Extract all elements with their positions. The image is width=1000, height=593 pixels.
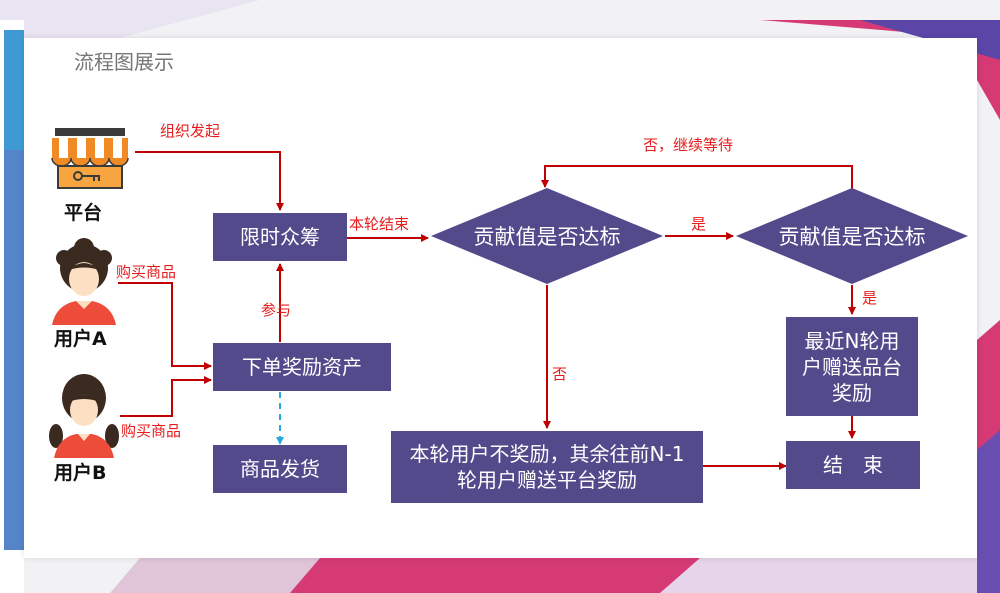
label-yes-1: 是	[691, 215, 707, 233]
node-place-order: 下单奖励资产	[213, 343, 391, 391]
page-title: 流程图展示	[74, 50, 174, 74]
user-a-avatar-icon	[52, 238, 116, 325]
node-reward-last: 最近N轮用户赠送品台奖励	[786, 317, 918, 416]
label-join: 参与	[261, 301, 292, 319]
arrow-user-b-to-order	[120, 376, 212, 417]
label-no-wait: 否，继续等待	[643, 136, 734, 154]
arrow-decision2-wait-loop	[541, 165, 853, 192]
label-yes-2: 是	[862, 289, 878, 307]
decision-2-text: 贡献值是否达标	[778, 225, 926, 249]
label-buy-b: 购买商品	[121, 422, 182, 440]
label-round-end: 本轮结束	[349, 215, 410, 233]
user-b-avatar-icon	[49, 374, 119, 458]
decision-diamond-2	[736, 188, 968, 284]
node-end: 结 束	[786, 441, 920, 489]
user-b-label: 用户B	[54, 462, 107, 484]
label-buy-a: 购买商品	[116, 263, 177, 281]
shop-icon	[51, 128, 129, 189]
node-ship-goods: 商品发货	[213, 445, 347, 493]
arrow-user-a-to-order	[118, 282, 212, 370]
node-limited-time: 限时众筹	[213, 213, 347, 261]
node-reward-rest: 本轮用户不奖励，其余往前N-1轮用户赠送平台奖励	[391, 431, 703, 503]
user-a-label: 用户A	[54, 328, 107, 350]
decision-diamond-1	[431, 188, 663, 284]
label-no-1: 否	[552, 365, 568, 383]
label-organize: 组织发起	[160, 122, 221, 140]
decision-1-text: 贡献值是否达标	[473, 225, 621, 249]
platform-label: 平台	[64, 202, 103, 224]
arrow-platform-to-limited	[135, 151, 284, 211]
